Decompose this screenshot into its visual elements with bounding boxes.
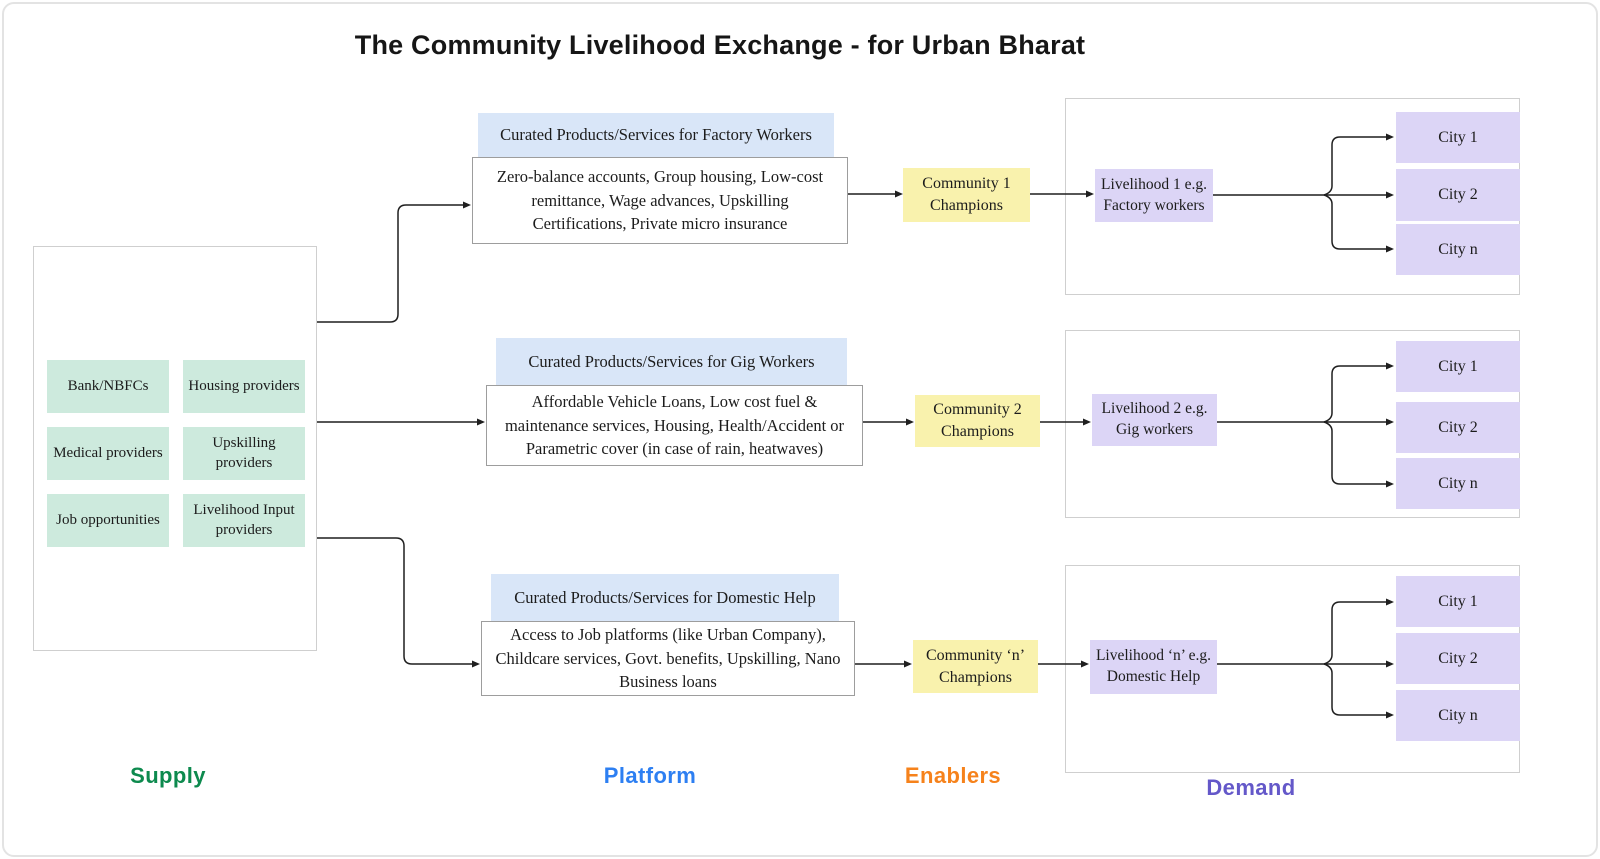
supply-provider-housing: Housing providers: [183, 360, 305, 413]
city-box: City 1: [1396, 112, 1520, 163]
supply-provider-livelihood-input: Livelihood Input providers: [183, 494, 305, 547]
legend-demand-label: Demand: [1206, 775, 1296, 800]
supply-provider-banks: Bank/NBFCs: [47, 360, 169, 413]
livelihood-2-gig-workers: Livelihood 2 e.g. Gig workers: [1092, 394, 1217, 446]
enabler-community-1-champions: Community 1 Champions: [903, 168, 1030, 222]
platform-body-gig-workers: Affordable Vehicle Loans, Low cost fuel …: [486, 385, 863, 466]
supply-provider-upskilling: Upskilling providers: [183, 427, 305, 480]
city-box: City n: [1396, 690, 1520, 741]
livelihood-1-factory-workers: Livelihood 1 e.g. Factory workers: [1095, 169, 1213, 222]
platform-body-factory-workers: Zero-balance accounts, Group housing, Lo…: [472, 157, 848, 244]
city-box: City n: [1396, 458, 1520, 509]
city-box: City 2: [1396, 402, 1520, 453]
enabler-community-2-champions: Community 2 Champions: [915, 395, 1040, 447]
legend-platform-label: Platform: [603, 763, 697, 788]
legend-enablers-label: Enablers: [904, 763, 1002, 788]
platform-header-gig-workers: Curated Products/Services for Gig Worker…: [496, 338, 847, 385]
enabler-community-n-champions: Community ‘n’ Champions: [913, 640, 1038, 693]
livelihood-n-domestic-help: Livelihood ‘n’ e.g. Domestic Help: [1090, 640, 1217, 694]
city-box: City 2: [1396, 633, 1520, 684]
diagram-title: The Community Livelihood Exchange - for …: [354, 30, 1086, 60]
supply-provider-jobs: Job opportunities: [47, 494, 169, 547]
platform-header-domestic-help: Curated Products/Services for Domestic H…: [491, 574, 839, 621]
city-box: City n: [1396, 224, 1520, 275]
platform-header-factory-workers: Curated Products/Services for Factory Wo…: [478, 113, 834, 157]
city-box: City 1: [1396, 341, 1520, 392]
supply-provider-medical: Medical providers: [47, 427, 169, 480]
legend-supply-label: Supply: [130, 763, 206, 788]
city-box: City 1: [1396, 576, 1520, 627]
platform-body-domestic-help: Access to Job platforms (like Urban Comp…: [481, 621, 855, 696]
city-box: City 2: [1396, 169, 1520, 221]
